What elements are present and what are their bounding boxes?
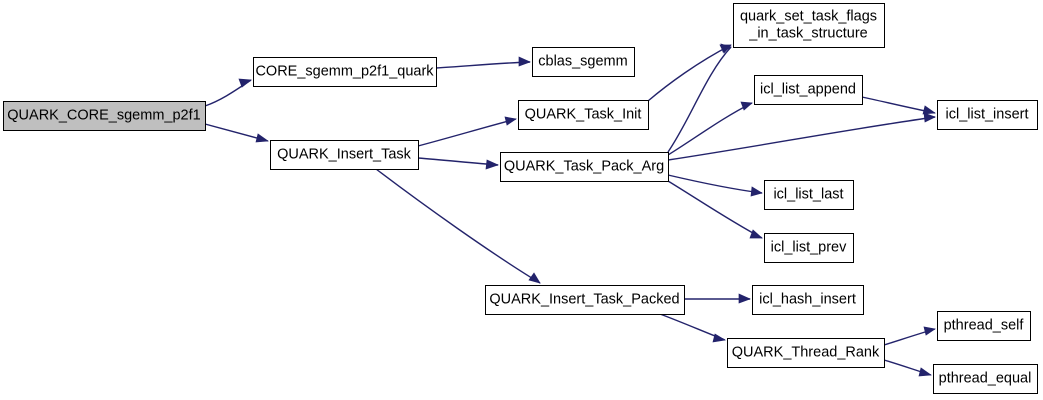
edge-line [435,61,531,69]
node-label: cblas_sgemm [538,53,627,69]
node-label: QUARK_Task_Pack_Arg [504,158,664,174]
node-box[interactable] [754,75,863,105]
edge-quark_insert_task_packed-to-icl_hash_insert [684,293,751,304]
arrowhead-icon [922,105,936,115]
node-quark_core_sgemm_p2f1[interactable]: QUARK_CORE_sgemm_p2f1 [3,101,206,131]
edge-quark_task_pack_arg-to-icl_list_last [667,174,763,197]
node-box[interactable] [937,311,1031,341]
node-label: QUARK_Insert_Task [277,146,412,162]
edge-line [417,157,499,166]
edge-quark_task_pack_arg-to-quark_set_task_flags_in_task_structure [667,43,732,153]
node-label: CORE_sgemm_p2f1_quark [255,63,434,79]
node-box[interactable] [733,3,885,48]
node-pthread_equal[interactable]: pthread_equal [933,364,1038,394]
edge-quark_insert_task-to-quark_task_init [417,116,517,147]
edge-quark_core_sgemm_p2f1-to-quark_insert_task [204,123,269,143]
node-label: icl_list_append [760,81,856,97]
node-icl_list_prev[interactable]: icl_list_prev [764,233,854,263]
node-box[interactable] [764,233,854,263]
node-label: QUARK_CORE_sgemm_p2f1 [7,107,200,123]
edge-line [667,180,763,239]
edge-quark_core_sgemm_p2f1-to-core_sgemm_p2f1_quark [204,78,252,107]
arrowhead-icon [720,43,732,53]
node-cblas_sgemm[interactable]: cblas_sgemm [532,47,635,77]
node-quark_set_task_flags_in_task_structure[interactable]: quark_set_task_flags_in_task_structure [733,3,885,48]
edge-quark_thread_rank-to-pthread_equal [883,359,932,377]
node-label: icl_hash_insert [759,291,856,307]
node-quark_insert_task_packed[interactable]: QUARK_Insert_Task_Packed [485,285,685,315]
node-label: icl_list_last [773,186,843,202]
arrowhead-icon [740,101,753,111]
node-label: _in_task_structure [748,25,867,41]
edge-quark_task_pack_arg-to-icl_list_append [667,101,753,156]
edge-quark_insert_task-to-quark_task_pack_arg [417,157,499,170]
node-label: QUARK_Thread_Rank [732,344,880,360]
node-quark_insert_task[interactable]: QUARK_Insert_Task [270,140,419,170]
arrowhead-icon [749,229,763,239]
node-core_sgemm_p2f1_quark[interactable]: CORE_sgemm_p2f1_quark [253,57,437,87]
node-box[interactable] [532,47,635,77]
node-box[interactable] [485,285,685,315]
edge-icl_list_append-to-icl_list_insert [861,96,936,115]
edge-quark_task_pack_arg-to-icl_list_prev [667,180,763,239]
edge-quark_insert_task_packed-to-quark_thread_rank [659,313,726,343]
edges-layer [204,43,936,377]
node-box[interactable] [727,338,885,368]
edge-line [375,168,541,284]
arrowhead-icon [518,56,531,67]
arrowhead-icon [750,186,763,197]
node-quark_thread_rank[interactable]: QUARK_Thread_Rank [727,338,885,368]
node-icl_list_insert[interactable]: icl_list_insert [937,100,1038,130]
edge-line [667,116,936,161]
node-quark_task_init[interactable]: QUARK_Task_Init [518,100,649,130]
arrowhead-icon [738,293,751,304]
node-label: quark_set_task_flags [740,8,877,24]
node-box[interactable] [764,180,854,210]
node-label: QUARK_Task_Init [525,106,642,122]
arrowhead-icon [504,116,517,126]
node-box[interactable] [752,285,864,315]
arrowhead-icon [255,133,269,143]
arrowhead-icon [923,112,936,123]
node-pthread_self[interactable]: pthread_self [937,311,1031,341]
arrowhead-icon [918,367,932,377]
node-label: icl_list_prev [771,239,847,255]
arrowhead-icon [712,333,726,343]
node-box[interactable] [253,57,437,87]
node-label: icl_list_insert [946,106,1029,122]
edge-line [417,118,517,147]
node-box[interactable] [500,152,669,182]
nodes-layer: QUARK_CORE_sgemm_p2f1 CORE_sgemm_p2f1_qua… [3,3,1038,394]
node-label: QUARK_Insert_Task_Packed [489,291,679,307]
edge-core_sgemm_p2f1_quark-to-cblas_sgemm [435,56,531,69]
arrowhead-icon [238,78,252,88]
edge-quark_task_pack_arg-to-icl_list_insert [667,112,936,161]
edge-quark_thread_rank-to-pthread_self [883,326,936,346]
node-box[interactable] [933,364,1038,394]
node-label: pthread_equal [939,370,1032,386]
edge-quark_insert_task-to-quark_insert_task_packed [375,168,541,284]
node-box[interactable] [270,140,419,170]
node-icl_list_append[interactable]: icl_list_append [754,75,863,105]
node-label: pthread_self [944,317,1025,333]
arrowhead-icon [923,326,936,336]
edge-line [667,46,732,153]
node-box[interactable] [518,100,649,130]
arrowhead-icon [485,159,499,170]
node-box[interactable] [3,101,206,131]
edge-line [667,102,753,156]
node-icl_hash_insert[interactable]: icl_hash_insert [752,285,864,315]
node-box[interactable] [937,100,1038,130]
node-quark_task_pack_arg[interactable]: QUARK_Task_Pack_Arg [500,152,669,182]
arrowhead-icon [528,272,541,284]
edge-quark_task_init-to-quark_set_task_flags_in_task_structure [647,44,732,102]
edge-line [647,44,732,102]
node-icl_list_last[interactable]: icl_list_last [764,180,854,210]
